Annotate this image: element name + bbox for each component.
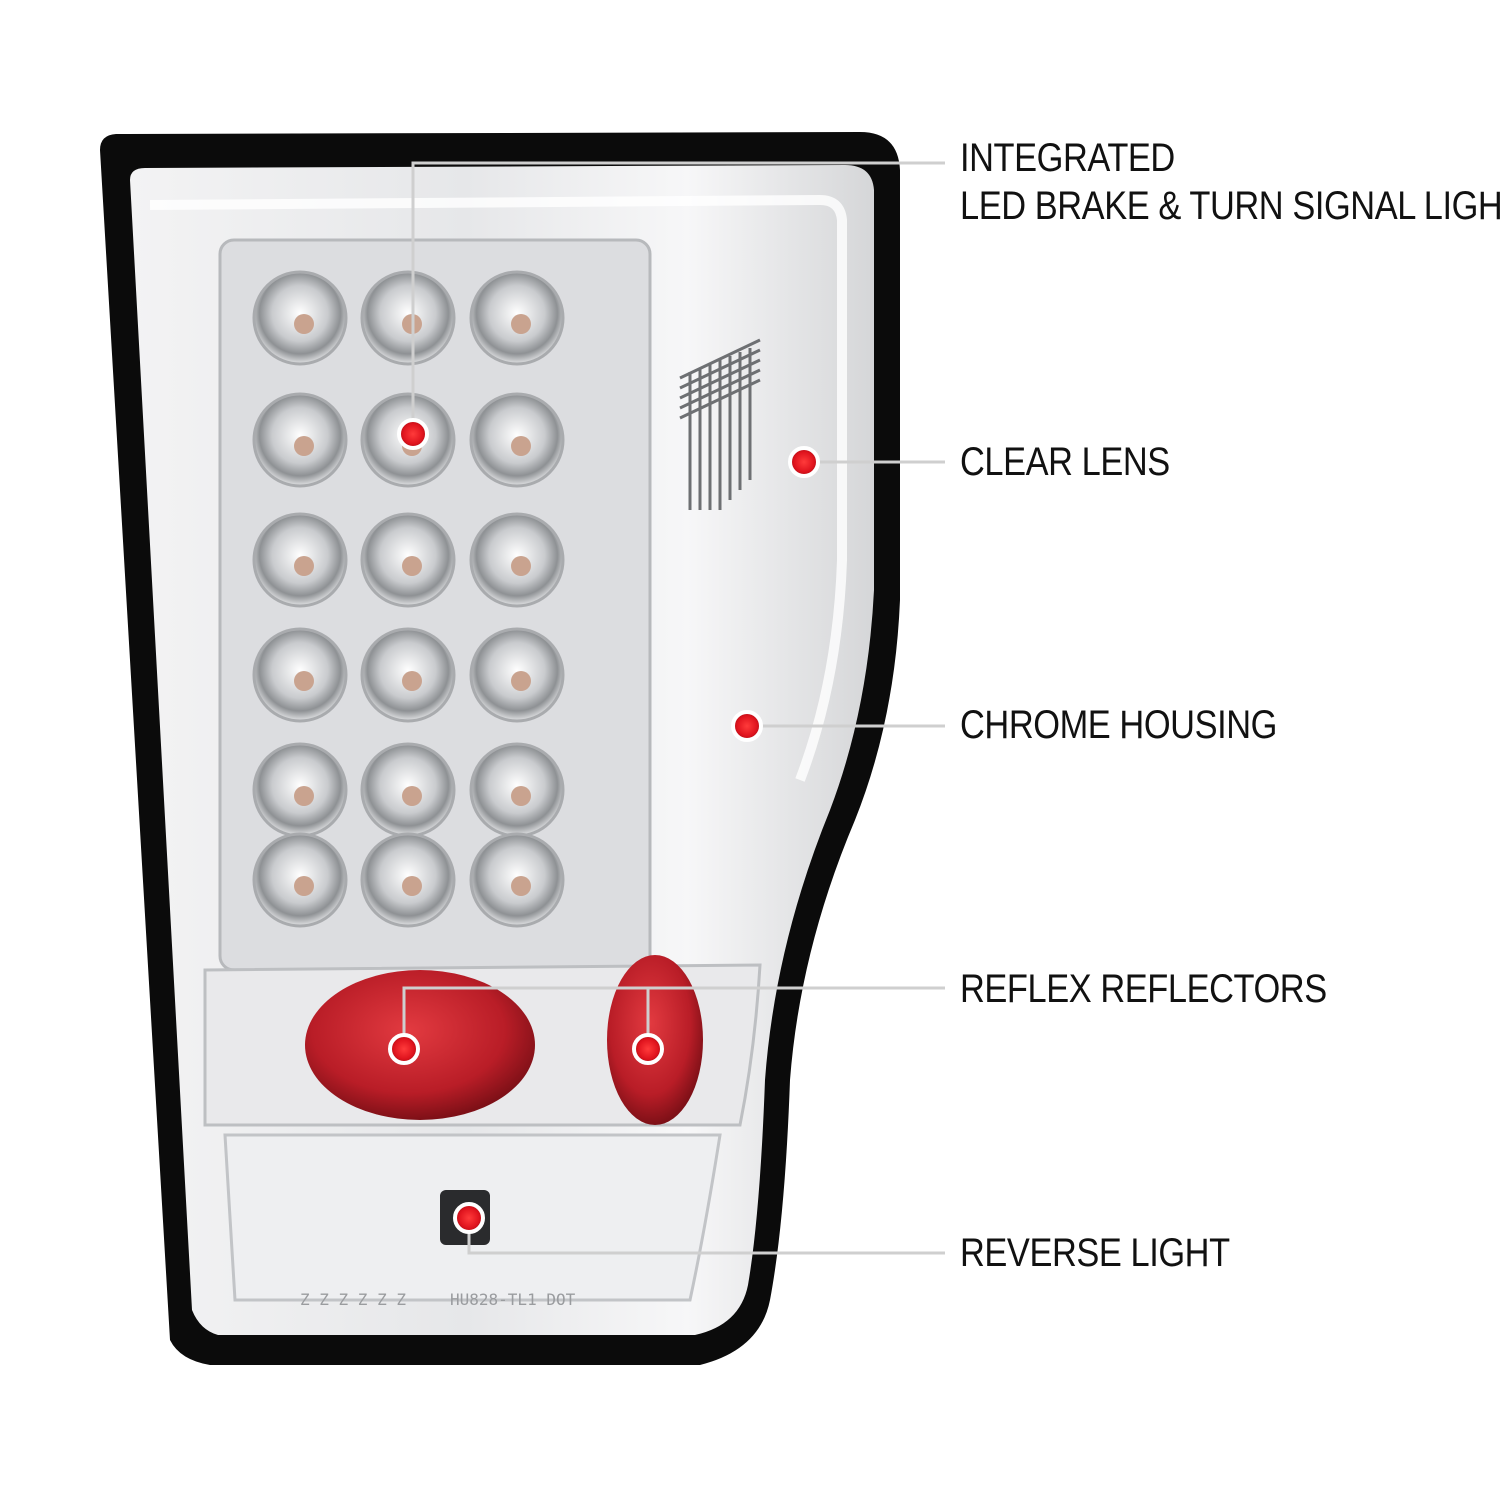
callout-housing-label: CHROME HOUSING [960, 701, 1277, 749]
callout-lens-label: CLEAR LENS [960, 438, 1170, 486]
callout-lens-line-1: CLEAR LENS [960, 440, 1170, 484]
leader-reflectors [402, 986, 945, 1049]
reflector-left [305, 970, 535, 1120]
led-chip [511, 556, 531, 576]
led-chip [511, 876, 531, 896]
led-grid [252, 270, 565, 928]
dot-reflector-right [632, 1033, 664, 1065]
callout-reflectors-label: REFLEX REFLECTORS [960, 965, 1327, 1013]
callout-led-line-2: LED BRAKE & TURN SIGNAL LIGHT [960, 184, 1500, 228]
callout-reverse-label: REVERSE LIGHT [960, 1229, 1230, 1277]
led-chip [402, 556, 422, 576]
lens-grille [679, 338, 761, 510]
svg-text:Z Z Z Z Z Z: Z Z Z Z Z Z [300, 1290, 406, 1309]
led-chip [294, 786, 314, 806]
led-chip [294, 876, 314, 896]
led-chip [402, 671, 422, 691]
dot-reverse [453, 1202, 485, 1234]
callout-led-label: INTEGRATED LED BRAKE & TURN SIGNAL LIGHT [960, 134, 1500, 230]
led-chip [294, 671, 314, 691]
led-chip [511, 436, 531, 456]
led-chip [402, 876, 422, 896]
callout-reverse-line-1: REVERSE LIGHT [960, 1231, 1230, 1275]
led-chip [402, 786, 422, 806]
led-chip [294, 314, 314, 334]
leader-led [411, 161, 945, 434]
dot-lens [788, 446, 820, 478]
dot-housing [731, 710, 763, 742]
callout-dots [388, 418, 820, 1234]
callout-housing-line-1: CHROME HOUSING [960, 703, 1277, 747]
led-chip [294, 436, 314, 456]
dot-reflector-left [388, 1033, 420, 1065]
led-chip [511, 314, 531, 334]
molding-text: Z Z Z Z Z Z HU828-TL1 DOT [300, 1290, 576, 1309]
callout-reflectors-line-1: REFLEX REFLECTORS [960, 967, 1327, 1011]
dot-led [397, 418, 429, 450]
callout-led-line-1: INTEGRATED [960, 136, 1175, 180]
led-chip [511, 786, 531, 806]
svg-text:HU828-TL1 DOT: HU828-TL1 DOT [450, 1290, 576, 1309]
led-chip [294, 556, 314, 576]
led-chip [511, 671, 531, 691]
lens-highlight [149, 194, 847, 782]
